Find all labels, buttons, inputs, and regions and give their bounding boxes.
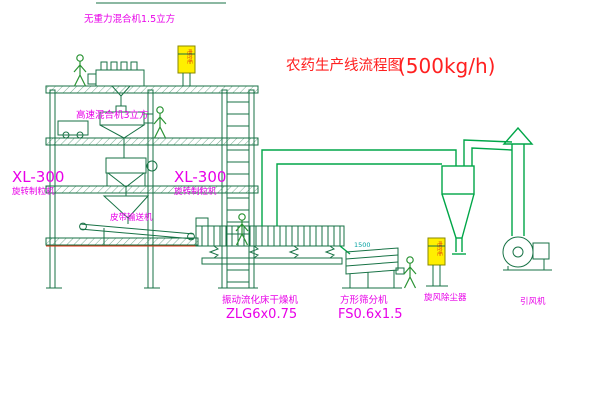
mid-mixer [99, 105, 154, 158]
cabinet-label: 电控柜 [436, 241, 443, 256]
sifter-outlet [395, 267, 405, 275]
label-sifter-model: FS0.6x1.5 [338, 307, 403, 322]
square-sifter [342, 247, 405, 289]
exhaust-duct [261, 139, 513, 226]
floor-slab-low [45, 185, 259, 194]
control-cabinet-bottom: 电控柜 [426, 237, 448, 287]
label-sifter-dimension: 1500 [354, 241, 371, 249]
label-cyclone: 旋风除尘器 [424, 292, 467, 303]
dryer-inlet [195, 217, 209, 227]
rain-cap [502, 126, 534, 145]
fluid-bed-dryer [195, 217, 345, 265]
label-top-mixer: 无重力混合机1.5立方 [84, 13, 175, 25]
label-sifter-name: 方形筛分机 [340, 294, 388, 306]
cyclone-separator [441, 165, 475, 255]
sifter-feed-chute [339, 245, 351, 255]
floor-slab-top [45, 85, 259, 94]
label-left-granulator-model: XL-300 [12, 168, 64, 186]
label-mid-granulator-model: XL-300 [174, 168, 226, 186]
mixer-motor [143, 113, 154, 124]
title-text: 农药生产线流程图 [286, 57, 402, 74]
equipment-labels: 无重力混合机1.5立方 高速混合机3立方 XL-300 旋转制粒机 XL-300… [12, 13, 546, 322]
operator-figure [153, 106, 167, 139]
label-left-granulator-name: 旋转制粒机 [12, 186, 55, 197]
exhaust-stack [502, 126, 534, 236]
side-machine [57, 120, 89, 139]
label-dryer-model: ZLG6x0.75 [226, 307, 297, 322]
operator-figure [73, 54, 87, 87]
ground-slab [45, 237, 199, 246]
label-mid-mixer: 高速混合机3立方 [76, 109, 149, 121]
mixer-motor [87, 73, 97, 85]
label-dryer-name: 振动流化床干燥机 [222, 294, 299, 306]
floor-slab-mid [45, 137, 259, 146]
granulator [105, 157, 158, 196]
granulator-motor [146, 160, 158, 172]
title-capacity: (500kg/h) [398, 54, 495, 78]
drawing-title: 农药生产线流程图 (500kg/h) [286, 54, 495, 78]
induced-draft-fan [502, 236, 552, 271]
vibration-springs [208, 245, 336, 259]
control-cabinet-top: 电控柜 [177, 45, 196, 86]
dryer-base [201, 257, 343, 265]
operator-figure [403, 256, 417, 289]
fan-motor [532, 242, 550, 260]
label-mid-granulator-name: 旋转制粒机 [174, 186, 217, 197]
label-fan: 引风机 [520, 296, 546, 307]
top-mixer [87, 61, 145, 106]
cabinet-label: 电控柜 [186, 49, 193, 64]
label-belt-conveyor: 皮带输送机 [110, 212, 153, 223]
discharge-hopper [102, 195, 150, 224]
belt-conveyor [79, 222, 195, 245]
